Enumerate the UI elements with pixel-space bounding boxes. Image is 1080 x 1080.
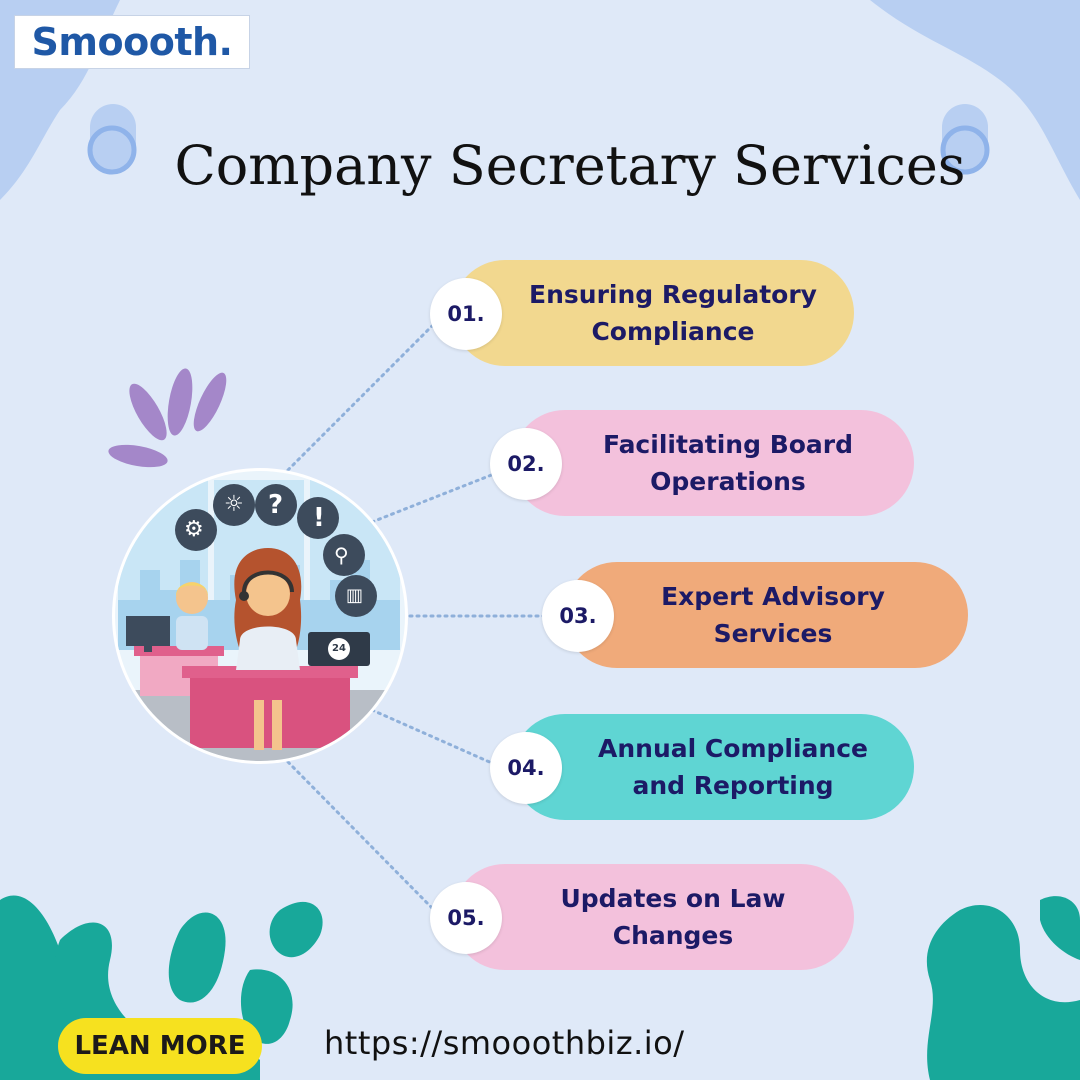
service-1-line1: Ensuring Regulatory [529, 280, 817, 309]
service-2-line1: Facilitating Board [602, 430, 854, 459]
service-3-line1: Expert Advisory [661, 582, 885, 611]
service-1-number: 01. [430, 278, 502, 350]
service-4-line2: and Reporting [632, 771, 834, 800]
brand-logo[interactable]: Smoooth. [14, 15, 250, 69]
chart-icon: ▥ [346, 585, 364, 606]
left-ring-decor [87, 104, 137, 175]
support-agents-illustration [112, 468, 408, 764]
service-3-number: 03. [542, 580, 614, 652]
exclamation-icon: ! [313, 503, 325, 533]
service-4-line1: Annual Compliance [598, 734, 868, 763]
magnifier-icon: ⚲ [334, 543, 349, 567]
service-5-number: 05. [430, 882, 502, 954]
service-3-line2: Services [713, 619, 833, 648]
phone-24-icon: 24 [332, 643, 346, 654]
purple-splash-decor [108, 368, 227, 468]
service-2-number: 02. [490, 428, 562, 500]
logo-text: Smoooth. [31, 20, 233, 64]
service-2-line2: Operations [650, 467, 806, 496]
service-4-number: 04. [490, 732, 562, 804]
service-5-line1: Updates on Law [560, 884, 786, 913]
page-title: Company Secretary Services [174, 134, 966, 197]
gear-icon: ⚙ [184, 517, 204, 542]
website-url-link[interactable]: https://smooothbiz.io/ [324, 1024, 685, 1062]
bottom-right-teal-decor [926, 896, 1080, 1080]
connector-lines [286, 320, 546, 914]
service-5-line2: Changes [612, 921, 734, 950]
learn-more-button[interactable]: LEAN MORE [58, 1018, 262, 1074]
service-pill-4: Annual Compliance and Reporting [512, 714, 914, 820]
lightbulb-icon: ☼ [224, 492, 244, 517]
icon-bubbles [175, 484, 377, 617]
question-icon: ? [268, 490, 284, 520]
top-right-blob [870, 0, 1080, 200]
right-ring-decor [940, 104, 990, 175]
service-1-line2: Compliance [591, 317, 755, 346]
